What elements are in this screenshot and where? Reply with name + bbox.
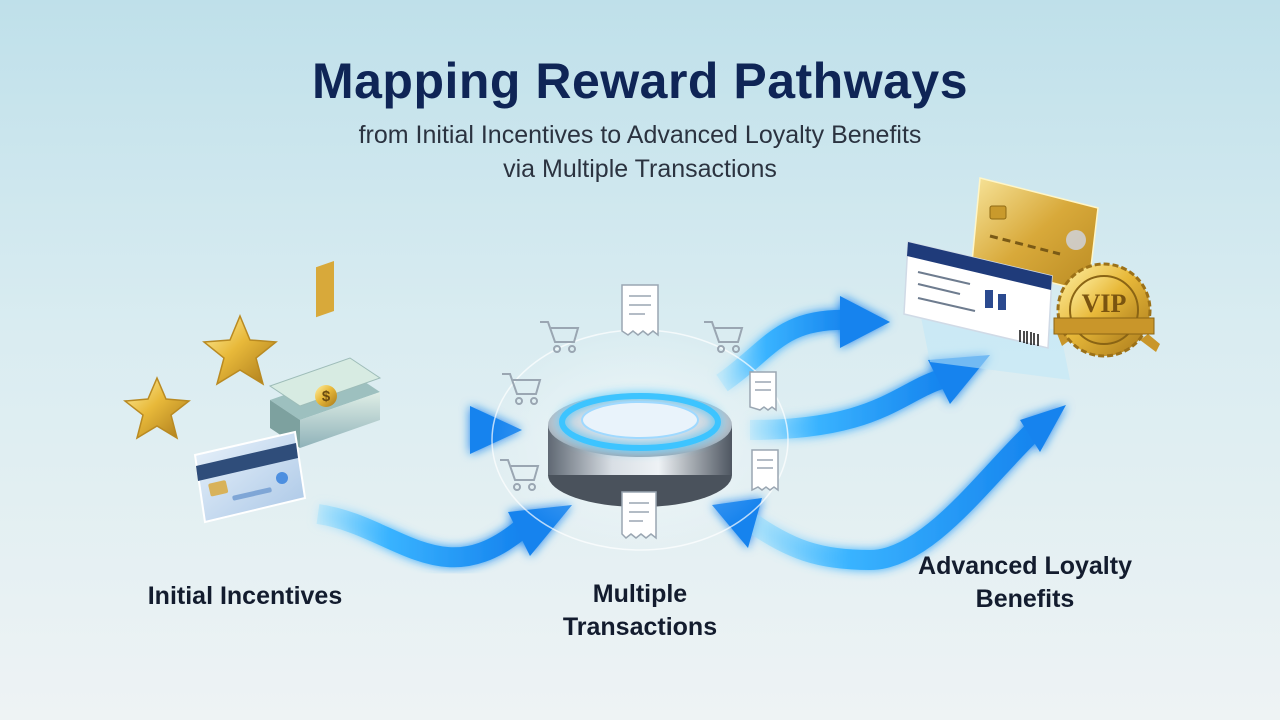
page-subtitle: from Initial Incentives to Advanced Loya… <box>0 118 1280 186</box>
stage-label-multiple: Multiple Transactions <box>562 580 718 641</box>
vip-badge-text: VIP <box>1082 289 1127 318</box>
currency-symbol: $ <box>322 388 331 405</box>
shopping-cart-icon <box>502 373 542 405</box>
vip-badge-icon: VIP <box>1053 262 1160 358</box>
shopping-cart-icon <box>540 321 580 353</box>
star-icon <box>202 314 278 386</box>
receipt-icon <box>751 449 779 492</box>
shopping-cart-icon <box>704 321 744 353</box>
receipt-icon <box>621 491 657 540</box>
subtitle-line-2: via Multiple Transactions <box>503 155 777 183</box>
boarding-pass-icon <box>903 241 1053 349</box>
subtitle-line-1: from Initial Incentives to Advanced Loya… <box>358 121 922 149</box>
credit-card-icon <box>193 430 307 524</box>
receipt-icon <box>749 371 777 412</box>
cash-stack-icon: $ <box>268 260 382 448</box>
shopping-cart-icon <box>500 459 540 491</box>
receipt-icon <box>621 284 659 337</box>
initial-incentives-cluster: $ <box>123 260 382 524</box>
hub-disc-icon <box>548 393 732 507</box>
stage-label-initial: Initial Incentives <box>147 582 343 610</box>
advanced-benefits-cluster: VIP <box>903 177 1160 380</box>
star-icon <box>123 376 191 440</box>
multiple-transactions-hub <box>490 284 790 551</box>
gold-card-icon <box>971 177 1099 293</box>
page-title: Mapping Reward Pathways <box>311 53 969 109</box>
stage-label-advanced: Advanced Loyalty Benefits <box>918 552 1132 613</box>
